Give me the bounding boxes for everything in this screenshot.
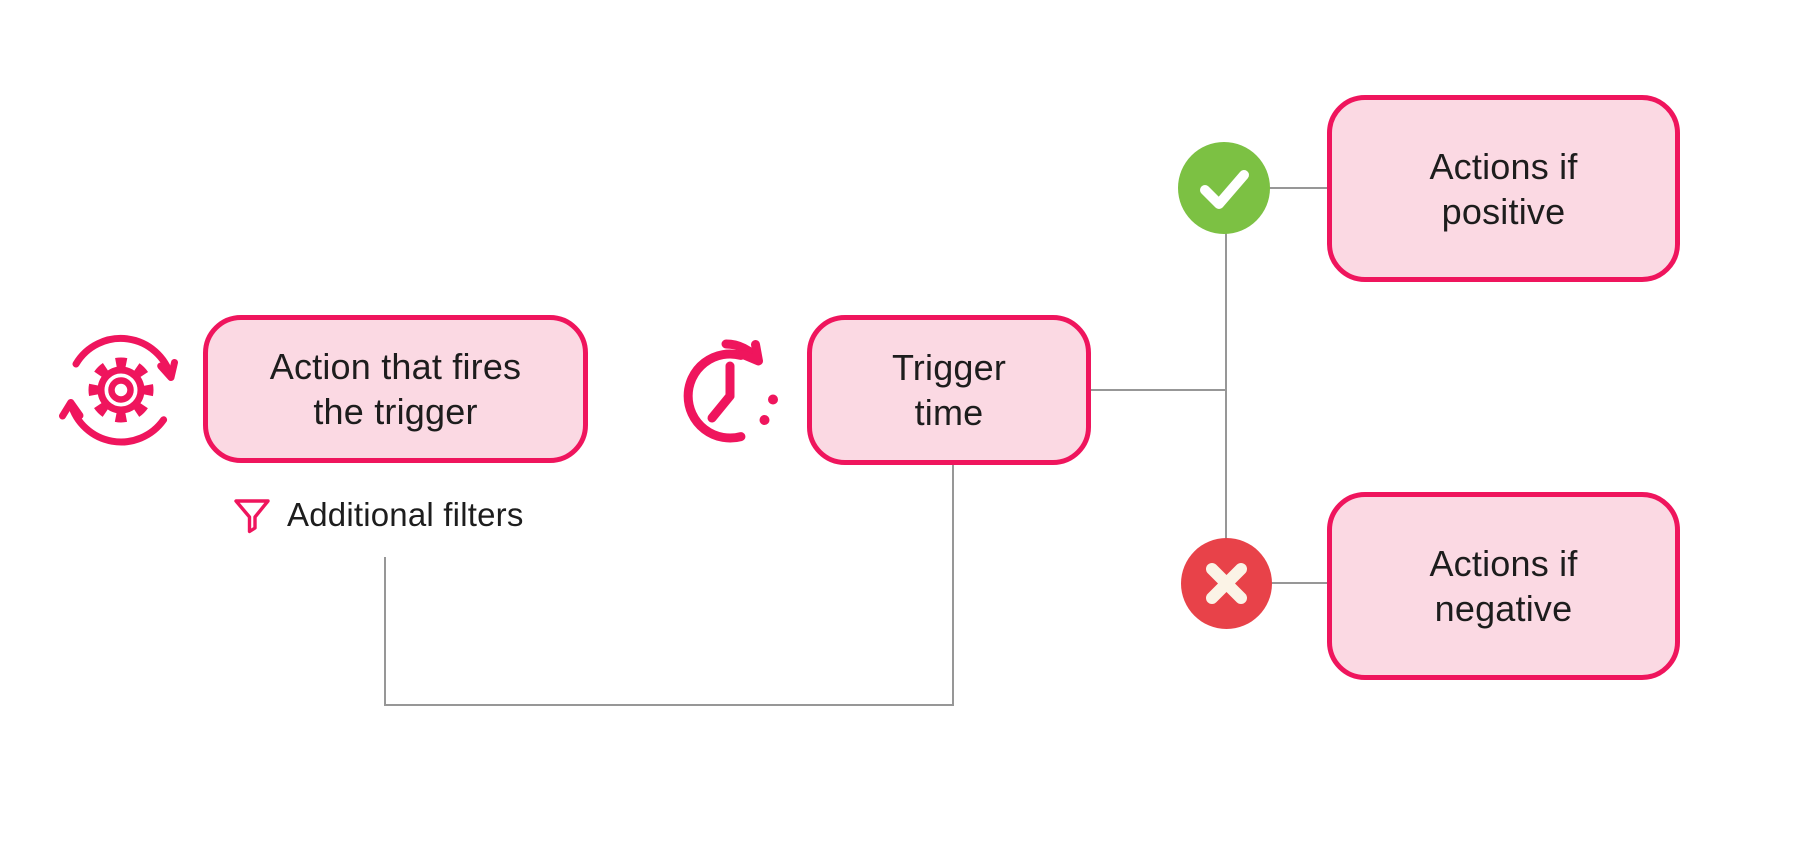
filter-funnel-icon [232,494,272,536]
connector-branch-vertical [1225,233,1227,540]
connector-filters-down [384,557,386,706]
negative-branch-badge [1181,538,1272,629]
additional-filters[interactable]: Additional filters [232,494,524,536]
node-actions-positive-line1: Actions if [1429,145,1578,187]
connector-trigger-down [952,465,954,706]
node-actions-positive-line2: positive [1441,190,1566,232]
check-icon [1178,142,1270,234]
clock-arrow-icon [674,332,796,454]
node-trigger-time-line2: time [914,392,984,433]
connector-positive-right [1267,187,1327,189]
node-actions-negative-line1: Actions if [1429,543,1578,584]
node-trigger-source-line2: the trigger [313,391,478,432]
node-trigger-source-line1: Action that fires [269,346,522,387]
connector-trigger-right [1091,389,1226,391]
positive-branch-badge [1178,142,1270,234]
node-actions-negative[interactable]: Actions if negative [1327,492,1680,680]
additional-filters-label: Additional filters [287,496,524,533]
node-trigger-time-line1: Trigger [891,347,1007,388]
node-trigger-time[interactable]: Trigger time [807,315,1091,465]
x-icon [1181,538,1272,629]
connector-negative-right [1271,582,1327,584]
gear-sync-icon [56,328,186,456]
node-trigger-source[interactable]: Action that fires the trigger [203,315,588,463]
connector-bottom-horizontal [384,704,954,706]
node-actions-positive[interactable]: Actions if positive [1327,95,1680,282]
node-actions-negative-line2: negative [1434,588,1573,629]
